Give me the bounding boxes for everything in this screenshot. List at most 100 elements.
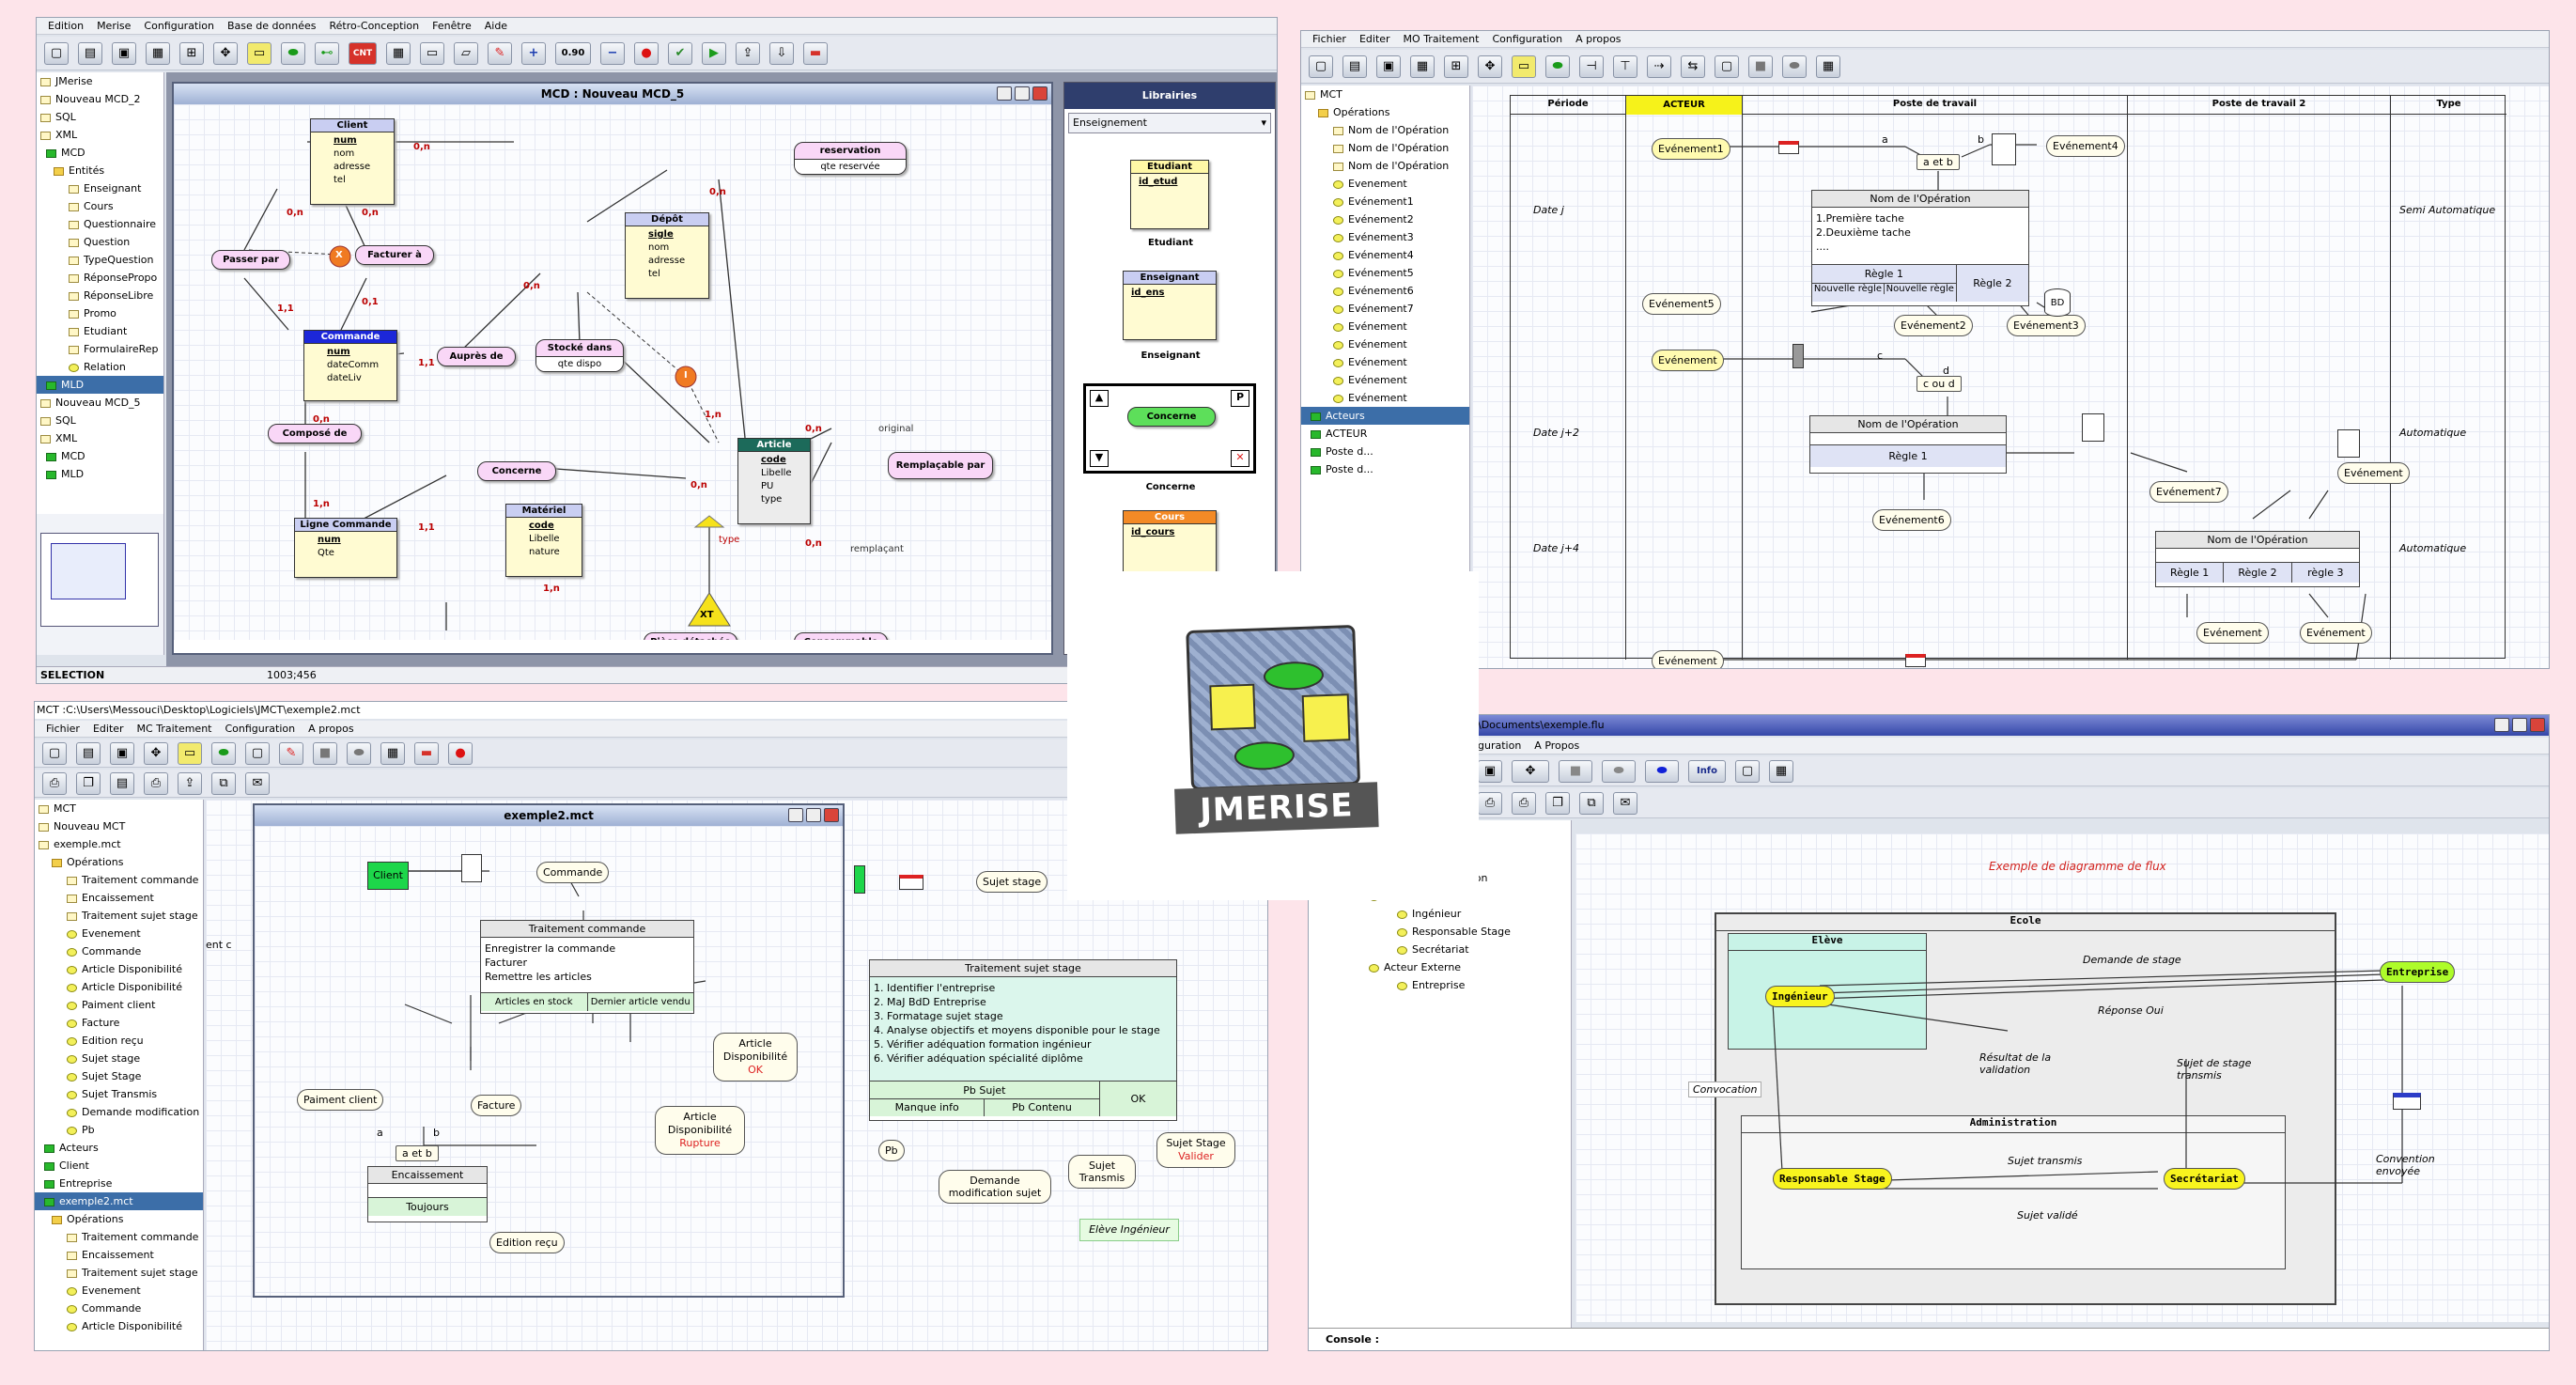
rect-icon[interactable]: ■ — [1748, 54, 1773, 78]
frame-icon[interactable]: ▢ — [1715, 54, 1739, 78]
tree-item[interactable]: Nom de l'Opération — [1301, 157, 1469, 175]
menu-item[interactable]: Configuration — [144, 20, 215, 32]
event-ev4[interactable]: Evénement — [2196, 622, 2269, 644]
sync-tool-icon[interactable]: ⊣ — [1579, 54, 1604, 78]
cnt-button[interactable]: CNT — [349, 41, 377, 65]
frame-icon[interactable]: ▭ — [420, 41, 444, 65]
db-icon[interactable]: ▬ — [803, 41, 828, 65]
tree-item[interactable]: Acteur Externe — [1365, 958, 1571, 976]
library-select[interactable]: Enseignement▾ — [1068, 113, 1271, 133]
tree-item[interactable]: Traitement sujet stage — [35, 907, 203, 925]
tree-item[interactable]: Secrétariat — [1365, 941, 1571, 958]
tree-item[interactable]: Poste d... — [1301, 460, 1469, 478]
grid-icon[interactable]: ▦ — [386, 41, 411, 65]
actor-tool-icon[interactable]: ⊤ — [1613, 54, 1637, 78]
comment-icon[interactable]: ✎ — [279, 741, 303, 765]
event-ev3[interactable]: Evénement — [1652, 650, 1724, 668]
validate-icon[interactable]: ✔ — [668, 41, 692, 65]
operation-tool-icon[interactable]: ▭ — [1512, 54, 1536, 78]
network-icon[interactable]: ⧉ — [211, 771, 236, 795]
tree-item[interactable]: Questionnaire — [37, 215, 163, 233]
export-icon[interactable]: ⇪ — [736, 41, 760, 65]
maximize-icon[interactable] — [2512, 718, 2527, 732]
relation-aupres-de[interactable]: Auprès de — [437, 347, 516, 366]
minimize-icon[interactable] — [2494, 718, 2509, 732]
printer-icon[interactable]: ⎙ — [144, 771, 168, 795]
tree-item[interactable]: FormulaireRep — [37, 340, 163, 358]
event-e3[interactable]: Evénement3 — [2007, 315, 2086, 336]
tree-item[interactable]: Ingénieur — [1365, 905, 1571, 923]
menu-item[interactable]: Editer — [92, 723, 124, 735]
nav-close-icon[interactable]: ✕ — [1231, 450, 1249, 467]
library-relation-concerne[interactable]: Concerne — [1127, 407, 1216, 427]
tree-item[interactable]: Traitement commande — [35, 871, 203, 889]
event-sujet-stage[interactable]: Sujet stage — [976, 871, 1048, 893]
print-icon[interactable]: ⎙ — [42, 771, 67, 795]
relation-tool-icon[interactable]: ⬬ — [281, 41, 305, 65]
ellipse-icon[interactable]: ⬬ — [347, 741, 371, 765]
relation-compose-de[interactable]: Composé de — [268, 424, 362, 444]
ellipse-icon[interactable]: ⬬ — [1602, 759, 1636, 783]
event-ev2[interactable]: Evénement — [2337, 462, 2410, 484]
menu-item[interactable]: Configuration — [225, 723, 296, 735]
link-tool-icon[interactable]: ⇆ — [1681, 54, 1705, 78]
menu-item[interactable]: A propos — [1575, 33, 1622, 45]
save-all-icon[interactable]: ▦ — [1410, 54, 1435, 78]
move-icon[interactable]: ✥ — [144, 741, 168, 765]
tree-item[interactable]: Encaissement — [35, 1246, 203, 1264]
event-e2[interactable]: Evénement2 — [1894, 315, 1973, 336]
nav-down-icon[interactable]: ▼ — [1090, 450, 1109, 467]
tree-item[interactable]: Evénement7 — [1301, 300, 1469, 318]
menu-item[interactable]: A propos — [308, 723, 354, 735]
error-icon[interactable]: ● — [634, 41, 659, 65]
menu-item[interactable]: guration — [1478, 739, 1522, 752]
menu-item[interactable]: Fichier — [46, 723, 80, 735]
tree-item[interactable]: Promo — [37, 304, 163, 322]
open-icon[interactable]: ▤ — [1342, 54, 1367, 78]
tree-item[interactable]: Nouveau MCD_2 — [37, 90, 163, 108]
menu-item[interactable]: Editer — [1358, 33, 1390, 45]
tree-item[interactable]: Facture — [35, 1014, 203, 1032]
arrow-tool-icon[interactable]: ⇢ — [1647, 54, 1671, 78]
tree-item[interactable]: Evénement2 — [1301, 210, 1469, 228]
tree-item[interactable]: MCT — [35, 800, 203, 817]
menu-item[interactable]: MC Traitement — [136, 723, 212, 735]
event-e5[interactable]: Evénement5 — [1642, 293, 1721, 315]
tree-item[interactable]: Nouveau MCD_5 — [37, 394, 163, 412]
tree-item[interactable]: Encaissement — [35, 889, 203, 907]
mcd-desktop[interactable]: MCD : Nouveau MCD_5 — [166, 72, 1277, 666]
close-icon[interactable] — [824, 808, 839, 822]
tree-item[interactable]: Question — [37, 233, 163, 251]
relation-piece-detachee[interactable]: Pièce détachée — [644, 632, 737, 640]
tree-item[interactable]: Article Disponibilité — [35, 960, 203, 978]
tree-item[interactable]: Opérations — [35, 853, 203, 871]
save-all-icon[interactable]: ▦ — [146, 41, 170, 65]
actor-eleve-ingenieur[interactable]: Elève Ingénieur — [1079, 1219, 1179, 1241]
flux-actor-entreprise[interactable]: Entreprise — [2380, 961, 2456, 983]
print-icon[interactable]: ⎙ — [1478, 791, 1502, 815]
relation-passer-par[interactable]: Passer par — [211, 250, 290, 270]
tree-item[interactable]: Article Disponibilité — [35, 1317, 203, 1335]
tree-item[interactable]: RéponseLibre — [37, 287, 163, 304]
event-edition-recu[interactable]: Edition reçu — [489, 1232, 565, 1253]
save-icon[interactable]: ▣ — [1478, 759, 1502, 783]
menu-item[interactable]: Aide — [484, 20, 508, 32]
event-demande-modif[interactable]: Demande modification sujet — [939, 1170, 1051, 1204]
tree-item[interactable]: Traitement commande — [35, 1228, 203, 1246]
printer-icon[interactable]: ⎙ — [1512, 791, 1536, 815]
event-tool-icon[interactable]: ⬬ — [1545, 54, 1570, 78]
